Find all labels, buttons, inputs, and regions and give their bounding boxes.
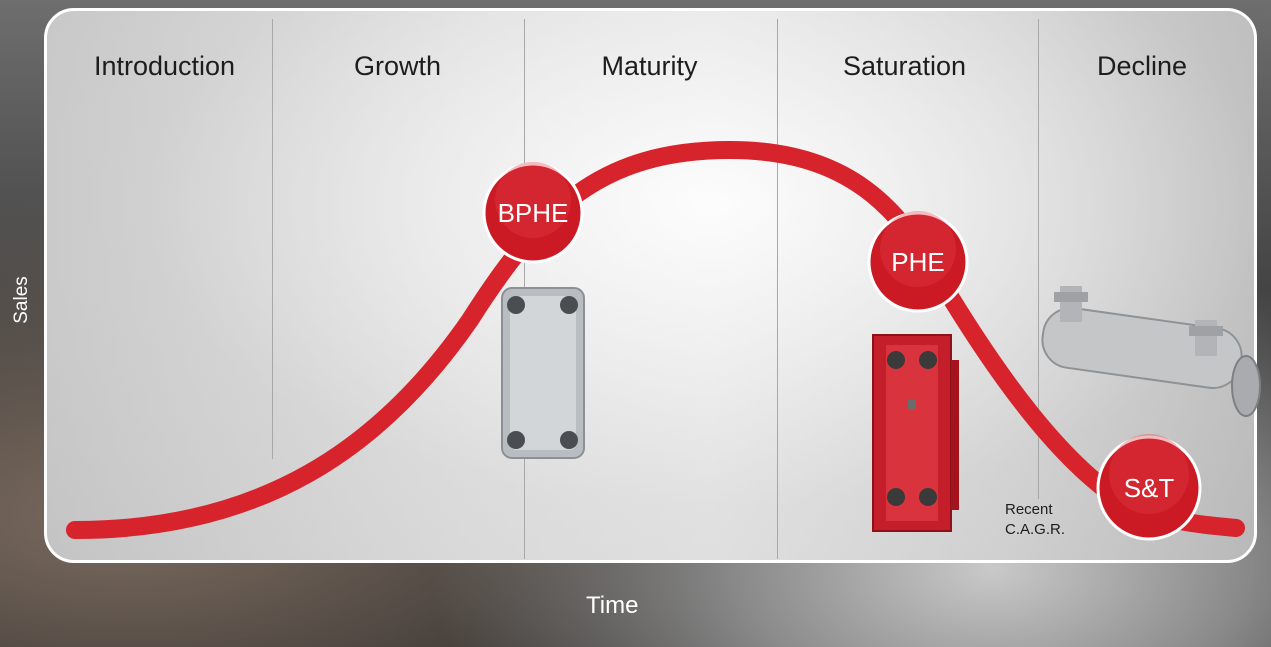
bphe-marker <box>482 162 584 264</box>
phase-decline: Decline <box>1096 51 1188 81</box>
cagr-line-1: Recent <box>1005 501 1053 518</box>
bphe-unit-image <box>501 287 585 459</box>
phe-unit-image <box>872 334 959 532</box>
phase-growth: Growth <box>353 51 442 81</box>
divider-saturation-decline <box>1038 19 1039 499</box>
st-marker <box>1096 434 1202 541</box>
phe-marker-label: PHE <box>891 247 945 277</box>
st-unit-image <box>1041 286 1261 417</box>
cagr-note: Recent C.A.G.R. <box>1005 500 1065 540</box>
divider-introduction-growth <box>272 19 273 459</box>
divider-maturity-saturation <box>777 19 778 559</box>
x-axis-label: Time <box>586 592 639 619</box>
lifecycle-panel: Introduction Growth Maturity Saturation … <box>44 8 1257 563</box>
phase-maturity: Maturity <box>601 51 698 81</box>
bphe-marker-label: BPHE <box>497 198 569 228</box>
cagr-line-2: C.A.G.R. <box>1005 521 1066 538</box>
phase-saturation: Saturation <box>842 51 967 81</box>
phe-marker <box>867 211 969 313</box>
st-marker-label: S&T <box>1123 473 1175 503</box>
y-axis-label: Sales <box>11 276 32 324</box>
phase-introduction: Introduction <box>93 51 236 81</box>
